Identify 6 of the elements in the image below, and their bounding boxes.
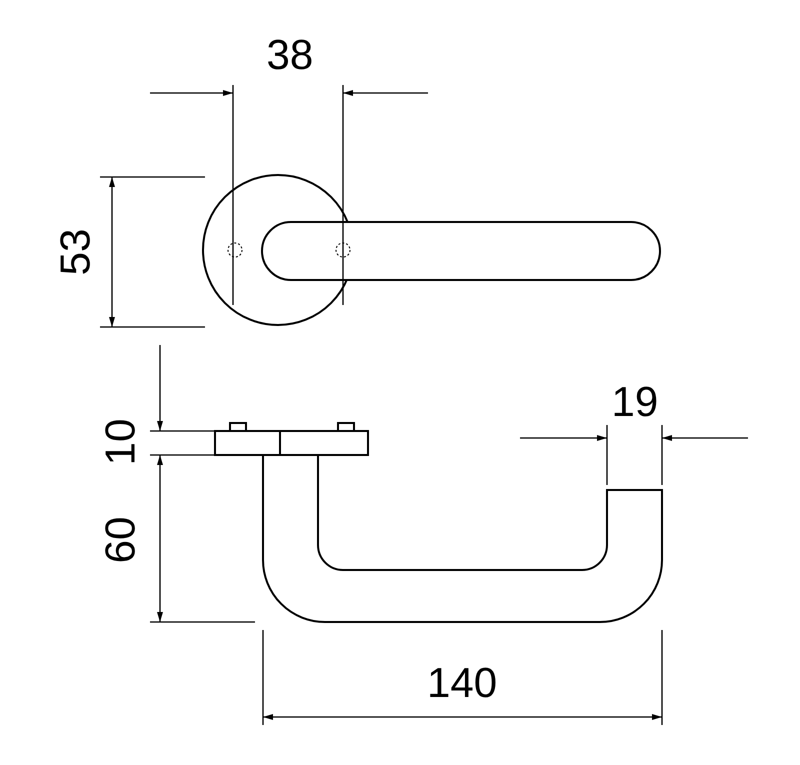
dimension-label: 53 (54, 228, 96, 276)
dimension-label: 19 (612, 381, 658, 423)
dimension-label: 38 (266, 34, 314, 76)
dimension-label: 10 (98, 418, 141, 466)
dimension-label: 140 (427, 662, 498, 704)
dimension-label: 60 (98, 516, 141, 564)
